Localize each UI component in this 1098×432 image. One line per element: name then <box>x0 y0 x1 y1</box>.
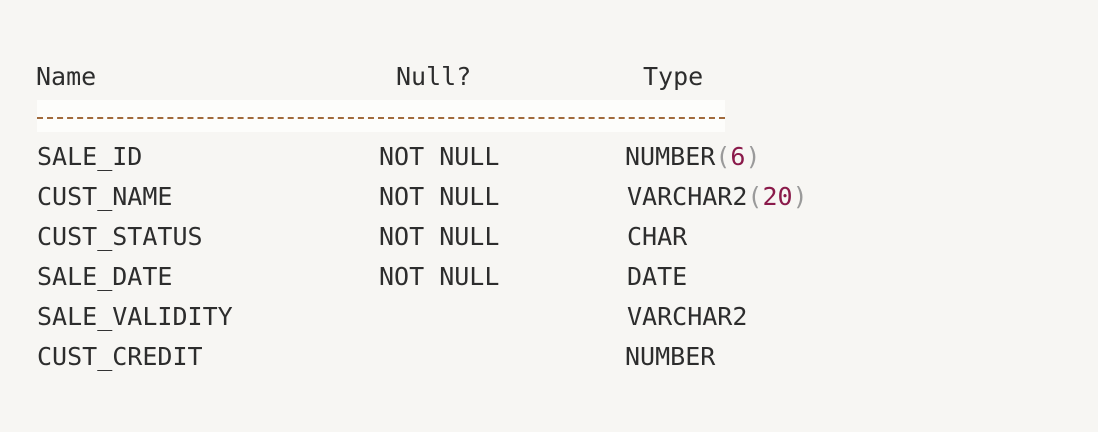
column-name: SALE_VALIDITY <box>37 302 233 331</box>
separator-dashes <box>37 117 725 119</box>
column-type: CHAR <box>627 222 688 251</box>
column-name: CUST_NAME <box>37 182 173 211</box>
column-header-null: Null? <box>396 62 472 91</box>
table-row: CUST_CREDIT NUMBER <box>0 342 1098 382</box>
table-row: SALE_VALIDITY VARCHAR2 <box>0 302 1098 342</box>
column-header-name: Name <box>36 62 97 91</box>
column-type: NUMBER <box>625 342 716 371</box>
table-row: SALE_DATE NOT NULL DATE <box>0 262 1098 302</box>
table-row: CUST_STATUS NOT NULL CHAR <box>0 222 1098 262</box>
close-paren: ) <box>745 142 761 171</box>
column-nullability: NOT NULL <box>379 182 500 211</box>
column-type: VARCHAR2(20) <box>627 182 808 212</box>
table-row: CUST_NAME NOT NULL VARCHAR2(20) <box>0 182 1098 222</box>
open-paren: ( <box>715 142 731 171</box>
column-nullability: NOT NULL <box>379 262 500 291</box>
header-separator <box>37 100 725 132</box>
column-name: SALE_DATE <box>37 262 173 291</box>
type-size: 6 <box>730 142 746 171</box>
column-type: NUMBER(6) <box>625 142 761 172</box>
column-name: CUST_STATUS <box>37 222 203 251</box>
close-paren: ) <box>792 182 808 211</box>
column-list: SALE_ID NOT NULL NUMBER(6) CUST_NAME NOT… <box>0 142 1098 382</box>
column-type: VARCHAR2 <box>627 302 748 331</box>
type-name: NUMBER <box>625 142 716 171</box>
column-nullability: NOT NULL <box>379 222 500 251</box>
column-type: DATE <box>627 262 688 291</box>
column-header-type: Type <box>643 62 704 91</box>
type-name: VARCHAR2 <box>627 182 748 211</box>
column-name: CUST_CREDIT <box>37 342 203 371</box>
open-paren: ( <box>747 182 763 211</box>
table-row: SALE_ID NOT NULL NUMBER(6) <box>0 142 1098 182</box>
column-nullability: NOT NULL <box>379 142 500 171</box>
column-name: SALE_ID <box>37 142 143 171</box>
type-size: 20 <box>762 182 793 211</box>
